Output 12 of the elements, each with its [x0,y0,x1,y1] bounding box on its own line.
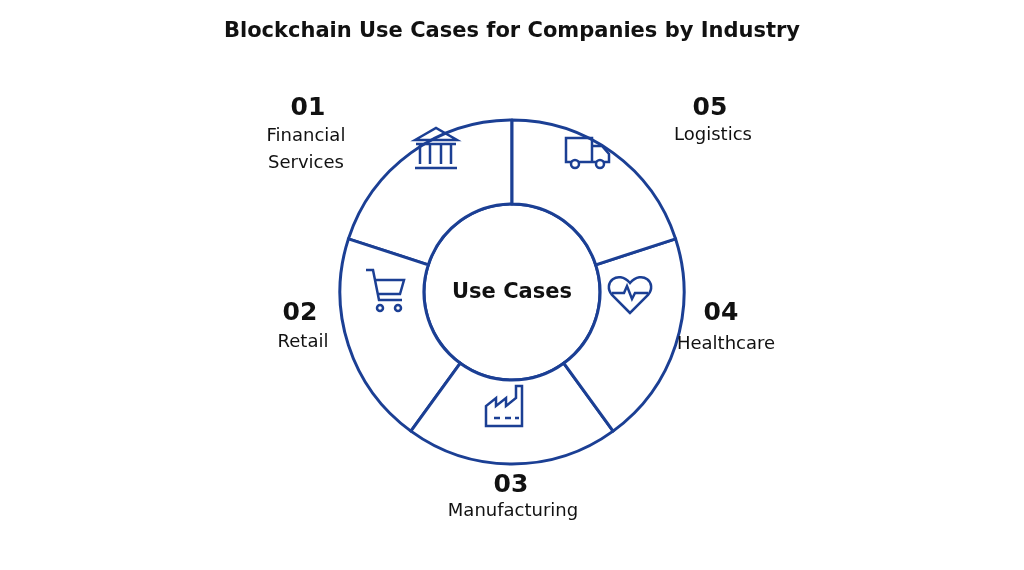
center-label: Use Cases [452,279,572,303]
step-number: 04 [703,297,739,326]
step-number: 02 [282,297,318,326]
step-number: 03 [493,469,529,498]
industry-label: Manufacturing [447,499,579,520]
industry-label: Healthcare [676,332,776,353]
industry-label: Logistics [674,123,752,144]
industry-label: Retail [277,330,329,351]
step-number: 01 [290,92,326,121]
title: Blockchain Use Cases for Companies by Industry [223,18,800,42]
industry-label: Financial Services [266,124,346,172]
step-number: 05 [692,92,728,121]
